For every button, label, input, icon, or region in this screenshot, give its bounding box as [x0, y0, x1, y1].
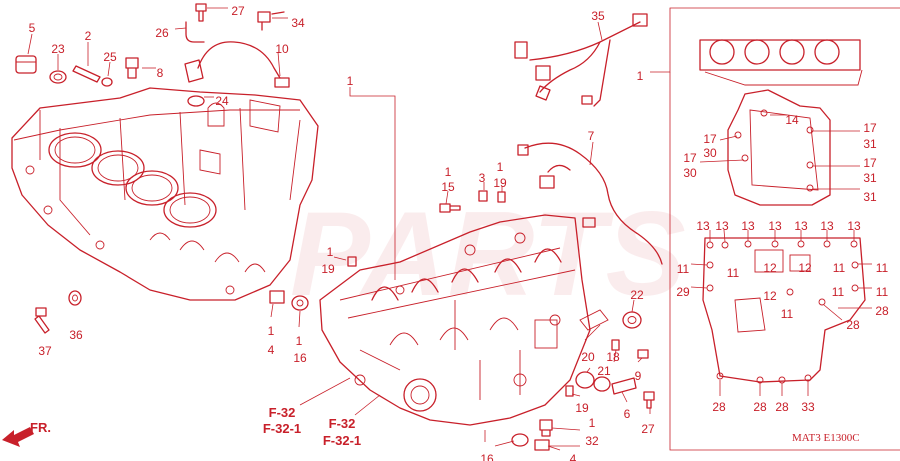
callout-c28a: 28	[875, 304, 889, 318]
callout-c24: 24	[215, 94, 229, 108]
callout-c16b: 16	[480, 452, 494, 461]
callout-c10: 10	[275, 42, 289, 56]
callout-c1a: 1	[347, 74, 354, 88]
callout-c16a: 16	[293, 351, 307, 365]
callout-c29: 29	[676, 285, 690, 299]
callout-c30b: 30	[683, 166, 697, 180]
callout-c23: 23	[51, 42, 65, 56]
callout-c13g: 13	[847, 219, 861, 233]
callout-c6: 6	[624, 407, 631, 421]
small-parts-center	[269, 190, 655, 451]
callout-c5: 5	[29, 21, 36, 35]
callout-c3: 3	[479, 171, 486, 185]
callout-c11f: 11	[876, 285, 889, 299]
callout-c26: 26	[155, 26, 169, 40]
callout-c12a: 12	[763, 261, 777, 275]
callout-c9: 9	[635, 369, 642, 383]
callout-c17c: 17	[683, 151, 697, 165]
callout-c19b: 19	[321, 262, 335, 276]
leader-lines-center	[270, 87, 651, 451]
callout-c15: 15	[441, 180, 455, 194]
callout-c13b: 13	[715, 219, 729, 233]
callout-c19c: 19	[575, 401, 589, 415]
callout-c22: 22	[630, 288, 644, 302]
gasket-group-upper	[650, 7, 900, 451]
callout-c1d: 1	[497, 160, 504, 174]
callout-c28e: 28	[775, 400, 789, 414]
callout-c11b: 11	[727, 266, 740, 280]
callout-c12b: 12	[798, 261, 812, 275]
cylinder-block	[11, 87, 319, 301]
callout-c36: 36	[69, 328, 83, 342]
callout-c13f: 13	[820, 219, 834, 233]
callout-c13c: 13	[741, 219, 755, 233]
gasket-group-lower	[690, 229, 872, 396]
wire-harness-35	[514, 13, 648, 107]
callout-c31c: 31	[863, 190, 877, 204]
callout-c37: 37	[38, 344, 52, 358]
ref-label-f32b: F-32	[329, 416, 356, 431]
callout-c30a: 30	[703, 146, 717, 160]
callout-c33: 33	[801, 400, 815, 414]
callout-c31b: 31	[863, 171, 877, 185]
diagram-code: MAT3 E1300C	[792, 432, 860, 444]
callout-c1c: 1	[445, 165, 452, 179]
callout-c11g: 11	[781, 307, 794, 321]
ref-label-f321b: F-32-1	[323, 433, 361, 448]
callout-c7: 7	[588, 129, 595, 143]
callout-c11a: 11	[677, 262, 690, 276]
callout-c1b: 1	[637, 69, 644, 83]
callout-c8: 8	[157, 66, 164, 80]
callout-c20: 20	[581, 350, 595, 364]
callout-c13d: 13	[768, 219, 782, 233]
callout-c4a: 4	[268, 343, 275, 357]
leader-lines-upper-left	[27, 7, 288, 98]
fr-label: FR.	[30, 420, 51, 435]
callout-c1e: 1	[327, 245, 334, 259]
callout-c12c: 12	[763, 289, 777, 303]
callout-c11d: 11	[876, 261, 889, 275]
callout-c18: 18	[606, 350, 620, 364]
callout-c11e: 11	[832, 285, 845, 299]
callout-c4b: 4	[570, 452, 577, 461]
callout-c25: 25	[103, 50, 117, 64]
small-parts-upper-left	[15, 3, 290, 334]
callout-c13a: 13	[696, 219, 710, 233]
callout-c17b: 17	[703, 132, 717, 146]
front-direction-arrow: FR.	[2, 420, 51, 447]
callout-c2: 2	[85, 29, 92, 43]
callout-c13e: 13	[794, 219, 808, 233]
callout-c28c: 28	[712, 400, 726, 414]
callout-c1h: 1	[589, 416, 596, 430]
callout-c31a: 31	[863, 137, 877, 151]
callout-c21: 21	[597, 364, 611, 378]
callout-c11c: 11	[833, 261, 846, 275]
callout-c27a: 27	[231, 4, 245, 18]
callout-c19a: 19	[493, 176, 507, 190]
callout-c14: 14	[785, 113, 799, 127]
ref-label-f32a: F-32	[269, 405, 296, 420]
callout-c1g: 1	[296, 334, 303, 348]
callout-c28b: 28	[846, 318, 860, 332]
callout-c27b: 27	[641, 422, 655, 436]
callout-c1f: 1	[268, 324, 275, 338]
callout-c17a: 17	[863, 121, 877, 135]
callout-c32: 32	[585, 434, 599, 448]
callout-c28d: 28	[753, 400, 767, 414]
wire-harness-7	[517, 141, 663, 265]
callout-c35: 35	[591, 9, 605, 23]
callout-c34: 34	[291, 16, 305, 30]
watermark-text: PARTS	[290, 187, 686, 321]
lower-crankcase	[319, 214, 609, 426]
callout-c17d: 17	[863, 156, 877, 170]
ref-label-f321a: F-32-1	[263, 421, 301, 436]
